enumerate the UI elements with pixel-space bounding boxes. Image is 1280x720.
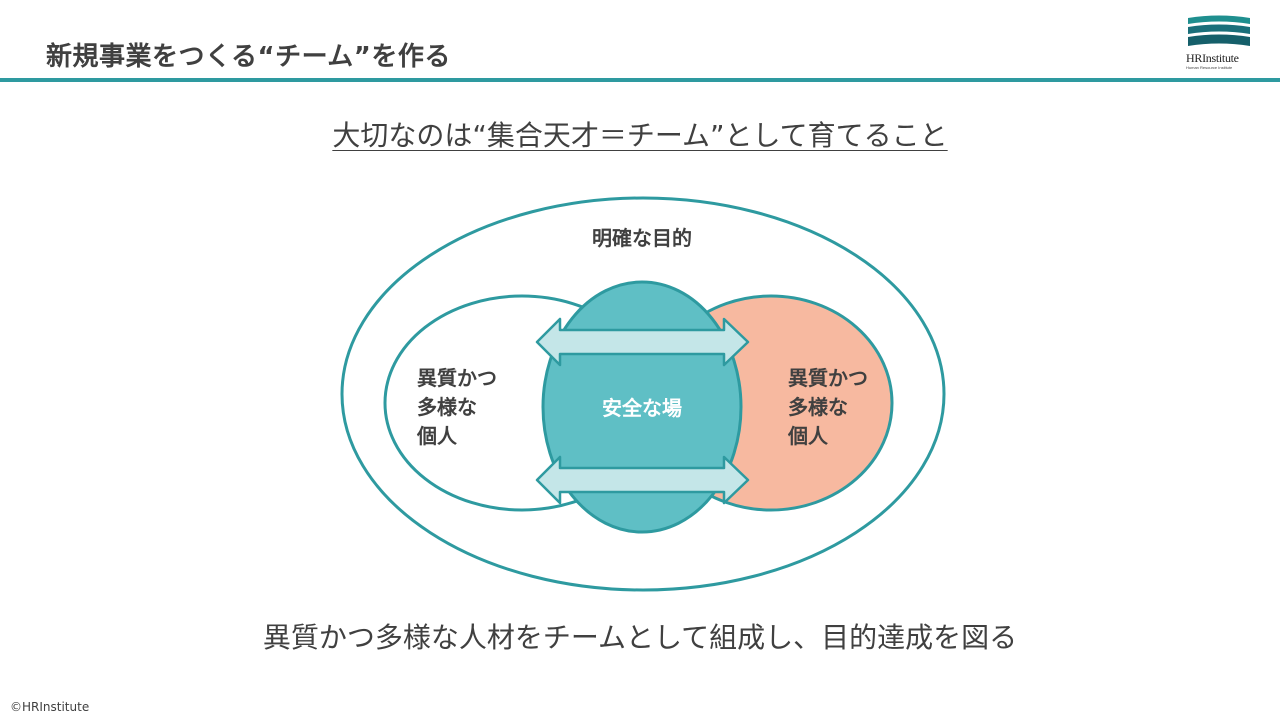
left-label-line-3: 個人 [416, 424, 458, 448]
logo-tagline: Human Resource Institute [1186, 65, 1233, 70]
left-label-line-2: 多様な [417, 395, 477, 419]
right-label-line-3: 個人 [787, 424, 829, 448]
logo-wordmark: HRInstitute [1186, 51, 1239, 65]
slide-title: 新規事業をつくる“チーム”を作る [46, 42, 451, 72]
double-arrow-icon [535, 455, 750, 505]
bottom-message: 異質かつ多様な人材をチームとして組成し、目的達成を図る [262, 621, 1018, 654]
right-label-line-2: 多様な [788, 395, 848, 419]
right-label-line-1: 異質かつ [788, 366, 868, 390]
hrinstitute-logo: HRInstitute Human Resource Institute [1186, 14, 1252, 72]
double-arrow-icon [535, 317, 750, 367]
copyright: ©HRInstitute [10, 700, 90, 714]
stacked-waves-logo-icon [1188, 15, 1250, 46]
title-divider [0, 78, 1280, 82]
left-label-line-1: 異質かつ [417, 366, 497, 390]
center-safe-place-label: 安全な場 [602, 396, 682, 420]
subtitle: 大切なのは“集合天才＝チーム”として育てること [0, 114, 1280, 154]
outer-purpose-label: 明確な目的 [592, 226, 692, 250]
subtitle-text: 大切なのは“集合天才＝チーム”として育てること [332, 119, 948, 152]
